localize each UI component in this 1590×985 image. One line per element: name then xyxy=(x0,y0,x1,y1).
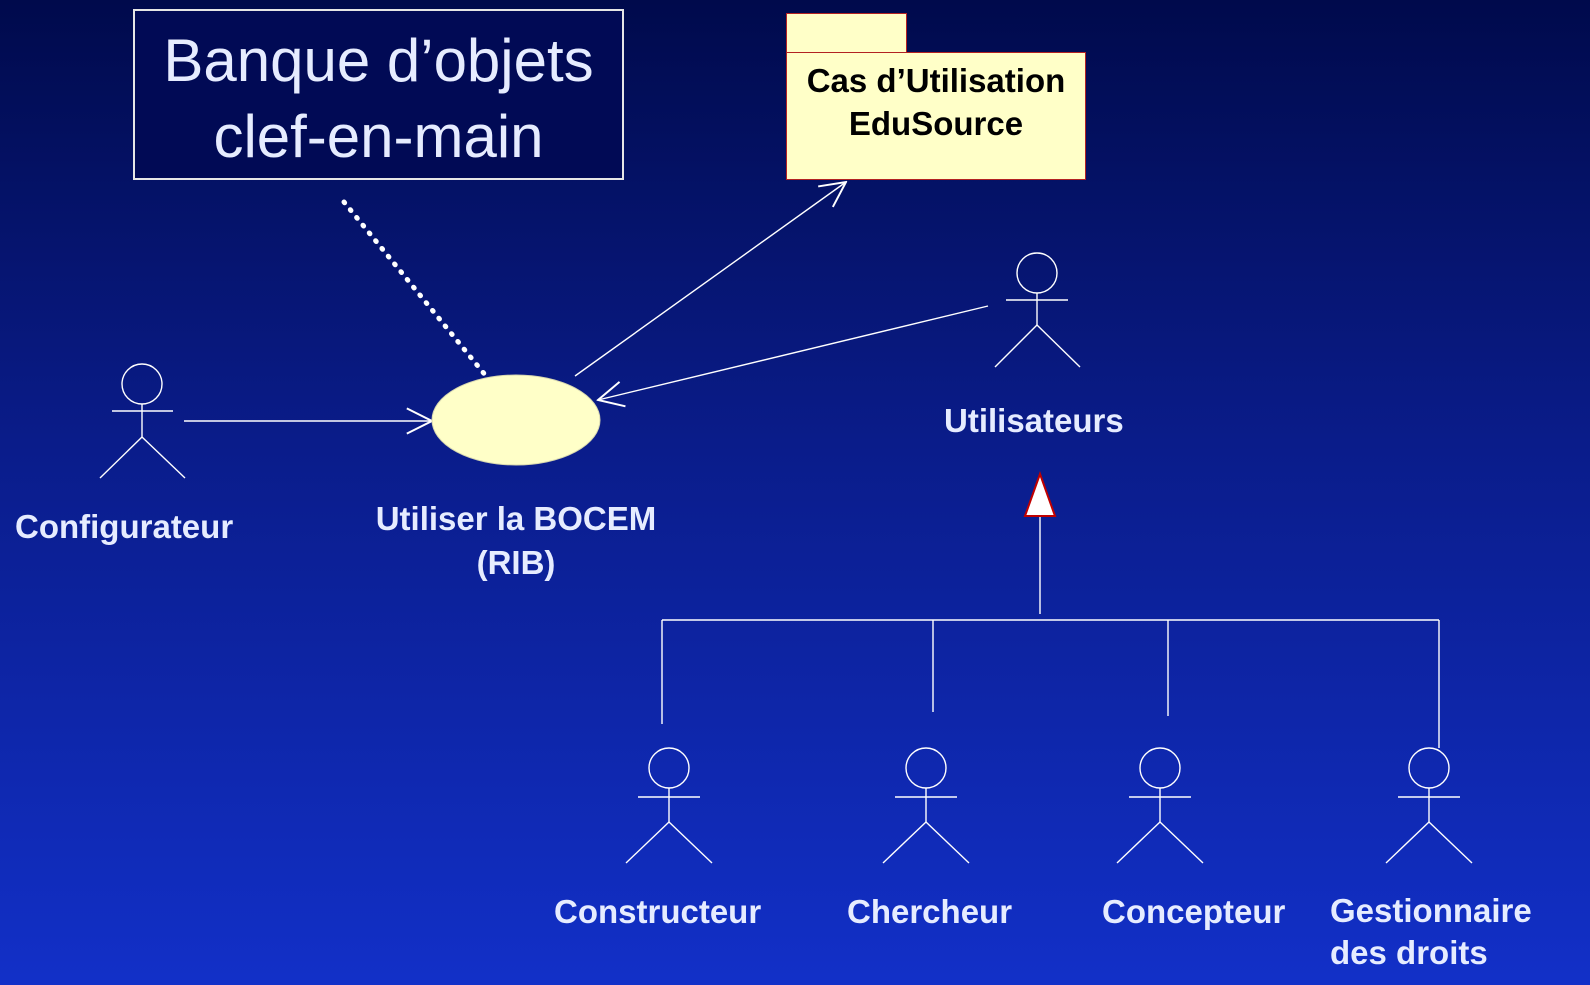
use-case-ellipse[interactable] xyxy=(431,374,601,466)
note-box: Banque d’objets clef-en-main xyxy=(133,9,624,180)
use-case-label: Utiliser la BOCEM (RIB) xyxy=(356,497,676,585)
actor-utilisateurs-label: Utilisateurs xyxy=(944,402,1124,439)
actor-constructeur-figure[interactable] xyxy=(625,747,713,864)
use-case-label-line-2: (RIB) xyxy=(476,544,556,581)
actor-chercheur-figure[interactable] xyxy=(882,747,970,864)
actor-gestionnaire-label-line-1: Gestionnaire xyxy=(1330,892,1532,929)
actor-gestionnaire-label: Gestionnaire des droits xyxy=(1330,890,1532,974)
association-utilisateurs-usecase xyxy=(598,305,989,400)
note-anchor-line xyxy=(341,199,489,379)
actor-gestionnaire-label-line-2: des droits xyxy=(1330,934,1488,971)
package-name-line-2: EduSource xyxy=(848,105,1024,142)
actor-concepteur-figure[interactable] xyxy=(1116,747,1204,864)
use-case-label-line-1: Utiliser la BOCEM xyxy=(375,500,657,537)
actor-constructeur-label: Constructeur xyxy=(554,893,762,930)
actor-chercheur-label: Chercheur xyxy=(847,893,1013,930)
actor-configurateur-label: Configurateur xyxy=(15,508,234,545)
note-line-1: Banque d’objets xyxy=(163,27,594,94)
actor-concepteur-label: Concepteur xyxy=(1102,893,1286,930)
package-name-line-1: Cas d’Utilisation xyxy=(806,62,1066,99)
actor-gestionnaire-figure[interactable] xyxy=(1385,747,1473,864)
package-box[interactable]: Cas d’Utilisation EduSource xyxy=(786,52,1086,180)
generalization-tree xyxy=(661,516,1440,748)
package-tab xyxy=(786,13,907,53)
generalization-arrowhead xyxy=(1023,471,1057,517)
actor-utilisateurs-figure[interactable] xyxy=(994,252,1081,368)
dependency-usecase-package xyxy=(574,182,846,377)
note-line-2: clef-en-main xyxy=(213,103,544,170)
actor-configurateur-figure[interactable] xyxy=(99,363,186,479)
